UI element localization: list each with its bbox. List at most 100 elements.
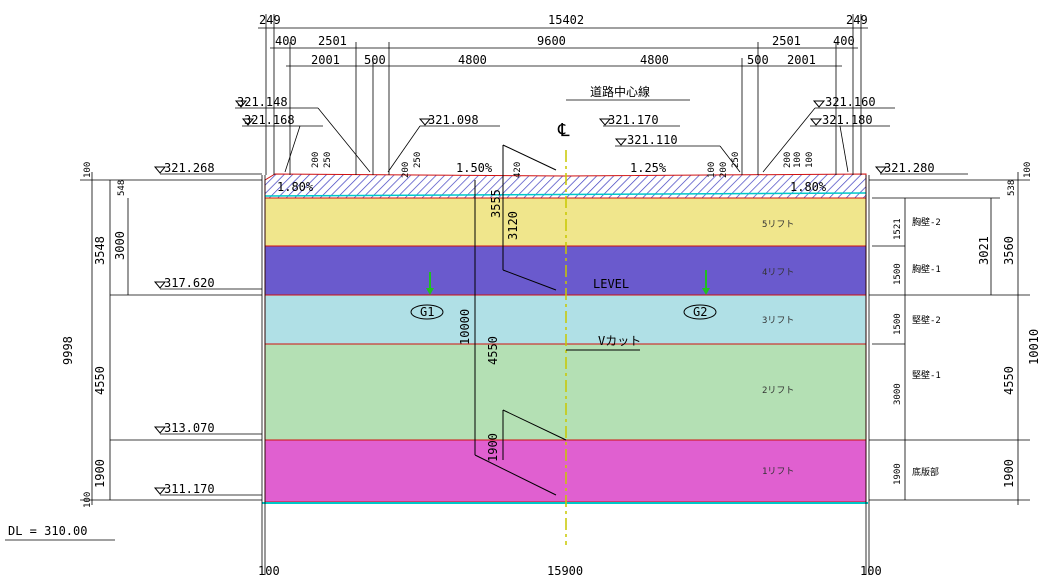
dimension-label: 3555 xyxy=(489,189,503,218)
dim-top-2501-left: 2501 xyxy=(318,34,347,48)
dimension-label: 250 xyxy=(731,152,741,168)
dimension-label: 1500 xyxy=(893,313,903,335)
dimension-label: 1900 xyxy=(1002,459,1016,488)
dimension-label: 3560 xyxy=(1002,236,1016,265)
slope-1-25: 1.25% xyxy=(630,161,667,175)
slope-1-80-right: 1.80% xyxy=(790,180,827,194)
dim-top-4800-left: 4800 xyxy=(458,53,487,67)
dim-bottom-100-right: 100 xyxy=(860,564,882,578)
dim-top-400-right: 400 xyxy=(833,34,855,48)
dimension-label: 3000 xyxy=(113,231,127,260)
dimension-label: 100 xyxy=(1023,162,1033,178)
top-dimension-labels: 249 15402 249 400 2501 9600 2501 400 200… xyxy=(259,13,868,67)
dimension-label: 100 xyxy=(805,152,815,168)
dimension-label: 1521 xyxy=(893,218,903,240)
dimension-label: 1900 xyxy=(486,433,500,462)
elev-317-620: 317.620 xyxy=(164,276,215,290)
dimension-label: 1900 xyxy=(93,459,107,488)
dim-bottom-15900: 15900 xyxy=(547,564,583,578)
dim-top-249-right: 249 xyxy=(846,13,868,27)
elev-321-110: 321.110 xyxy=(627,133,678,147)
right-dimension-labels: 100 10010 3560 4550 1900 3021 538 1521 1… xyxy=(893,162,1041,488)
dimension-label: 3120 xyxy=(506,211,520,240)
dimension-label: 420 xyxy=(513,162,523,178)
elev-313-070: 313.070 xyxy=(164,421,215,435)
dim-top-249-left: 249 xyxy=(259,13,281,27)
centerline-label: 道路中心線 xyxy=(590,84,650,99)
lift-1-label: 1リフト xyxy=(762,467,794,477)
dim-top-4800-right: 4800 xyxy=(640,53,669,67)
dimension-label: 3548 xyxy=(93,236,107,265)
left-dimension-labels: 100 9998 100 3548 4550 1900 3000 548 xyxy=(61,162,127,508)
marker-g1-label: G1 xyxy=(420,305,434,319)
elev-321-098: 321.098 xyxy=(428,113,479,127)
lift-5-label: 5リフト xyxy=(762,220,794,230)
dimension-label: 4550 xyxy=(93,366,107,395)
dimension-label: 200 xyxy=(401,162,411,178)
dim-bottom-100-left: 100 xyxy=(258,564,280,578)
center-dimension-labels: 3555 3120 10000 4550 1900 420 xyxy=(458,162,523,462)
dimension-label: 538 xyxy=(1007,180,1017,196)
leader-lines xyxy=(160,99,968,496)
dimension-label: 100 xyxy=(83,162,93,178)
elev-321-280: 321.280 xyxy=(884,161,935,175)
dimension-label: 4550 xyxy=(1002,366,1016,395)
level-arrows xyxy=(426,270,710,295)
dimension-label: 100 xyxy=(83,492,93,508)
dim-top-400-left: 400 xyxy=(275,34,297,48)
elev-321-268: 321.268 xyxy=(164,161,215,175)
dim-top-2001-left: 2001 xyxy=(311,53,340,67)
support-lines xyxy=(261,14,870,575)
dim-top-9600: 9600 xyxy=(537,34,566,48)
v-cut-label: Vカット xyxy=(598,334,641,348)
datum-label: DL = 310.00 xyxy=(8,524,87,538)
dimension-label: 100 xyxy=(707,162,717,178)
elevation-labels: 321.148 321.168 321.268 317.620 313.070 … xyxy=(164,95,935,496)
lift-2-label: 2リフト xyxy=(762,386,794,396)
dimension-label: 3021 xyxy=(977,236,991,265)
bottom-dimension-labels: 100 15900 100 xyxy=(258,564,882,578)
slope-labels: 1.50% 1.25% 1.80% 1.80% xyxy=(277,161,827,194)
marker-g1 xyxy=(410,304,444,320)
dimension-label: 250 xyxy=(413,152,423,168)
level-label: LEVEL xyxy=(593,277,629,291)
dimension-label: 3000 xyxy=(893,383,903,405)
dimension-label: 胸壁-2 xyxy=(912,216,941,228)
dimension-label: 200 xyxy=(783,152,793,168)
dimension-label: 堅壁-2 xyxy=(912,314,941,326)
dimension-label: 底版部 xyxy=(912,466,939,478)
elev-321-148: 321.148 xyxy=(237,95,288,109)
slope-1-50: 1.50% xyxy=(456,161,493,175)
side-dimension-lines xyxy=(5,172,1030,541)
dimension-label: 9998 xyxy=(61,336,75,365)
lift-4-label: 4リフト xyxy=(762,268,794,278)
elev-321-160: 321.160 xyxy=(825,95,876,109)
elev-321-168: 321.168 xyxy=(244,113,295,127)
curb-dimension-labels: 200 250 200 250 200 100 250 200 100 100 xyxy=(311,152,815,178)
dimension-label: 1500 xyxy=(893,263,903,285)
dimension-label: 胸壁-1 xyxy=(912,263,941,275)
dim-top-500-right: 500 xyxy=(747,53,769,67)
marker-g2 xyxy=(683,304,717,320)
dimension-label: 250 xyxy=(323,152,333,168)
lift-labels: 5リフト 4リフト 3リフト 2リフト 1リフト xyxy=(762,220,794,477)
dim-top-15402: 15402 xyxy=(548,13,584,27)
dimension-label: 100 xyxy=(793,152,803,168)
marker-g2-label: G2 xyxy=(693,305,707,319)
elev-321-170-center: 321.170 xyxy=(608,113,659,127)
top-dimension-lines xyxy=(258,27,868,67)
gauge-markers xyxy=(410,304,717,320)
elevation-triangles xyxy=(153,100,888,495)
lift-3-label: 3リフト xyxy=(762,316,794,326)
dim-top-2001-right: 2001 xyxy=(787,53,816,67)
dimension-label: 1900 xyxy=(893,463,903,485)
elev-321-180: 321.180 xyxy=(822,113,873,127)
dimension-label: 548 xyxy=(117,180,127,196)
dimension-label: 4550 xyxy=(486,336,500,365)
dimension-label: 10010 xyxy=(1027,329,1041,365)
v-cut-lines xyxy=(474,144,640,496)
elev-311-170: 311.170 xyxy=(164,482,215,496)
slope-1-80-left: 1.80% xyxy=(277,180,314,194)
dim-top-500-left: 500 xyxy=(364,53,386,67)
